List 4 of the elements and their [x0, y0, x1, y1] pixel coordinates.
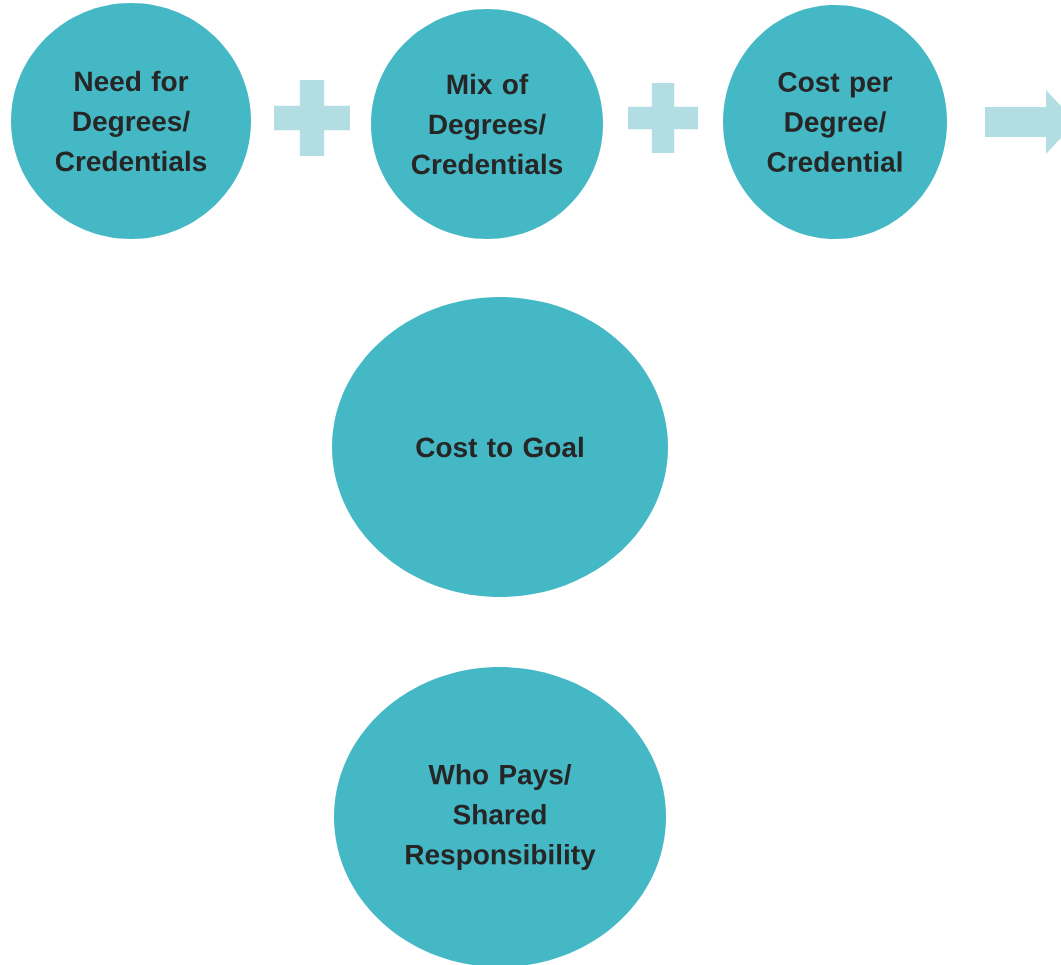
circle-node: Mix of Degrees/ Credentials	[371, 9, 603, 239]
circle-node: Cost to Goal	[332, 297, 668, 597]
circle-node: Need for Degrees/ Credentials	[11, 3, 251, 239]
circle-node: Cost per Degree/ Credential	[723, 5, 947, 239]
